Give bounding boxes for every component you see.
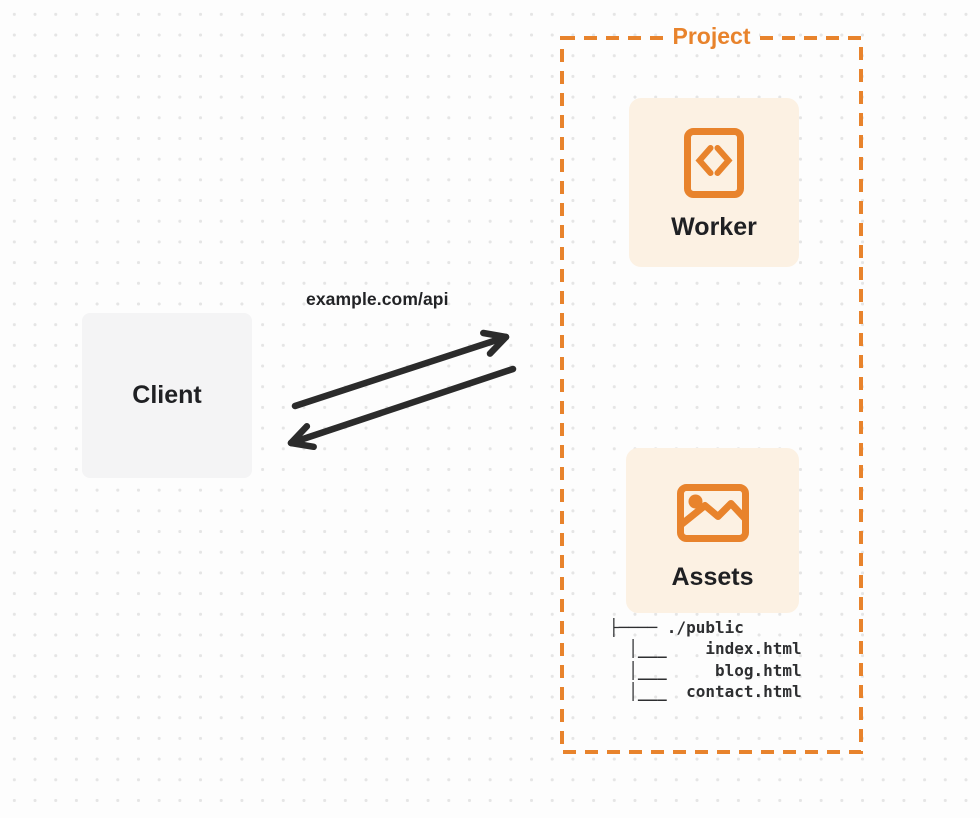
client-node: Client bbox=[82, 313, 252, 478]
client-label: Client bbox=[132, 381, 202, 409]
request-arrow-shaft bbox=[291, 333, 510, 410]
project-label: Project bbox=[663, 19, 760, 53]
project-boundary: Project Worker Assets ├──── ./public │__… bbox=[560, 19, 863, 754]
worker-node: Worker bbox=[629, 98, 799, 267]
image-icon bbox=[676, 484, 749, 542]
assets-node: Assets bbox=[626, 448, 799, 613]
assets-label: Assets bbox=[671, 563, 754, 591]
assets-file-tree: ├──── ./public │___ index.html │___ blog… bbox=[609, 618, 802, 701]
code-file-icon bbox=[684, 128, 744, 198]
request-url-label: example.com/api bbox=[306, 289, 449, 309]
response-arrow-shaft bbox=[287, 365, 517, 447]
worker-label: Worker bbox=[671, 213, 757, 241]
response-arrow-head bbox=[287, 423, 317, 451]
request-arrow-head bbox=[480, 329, 510, 357]
